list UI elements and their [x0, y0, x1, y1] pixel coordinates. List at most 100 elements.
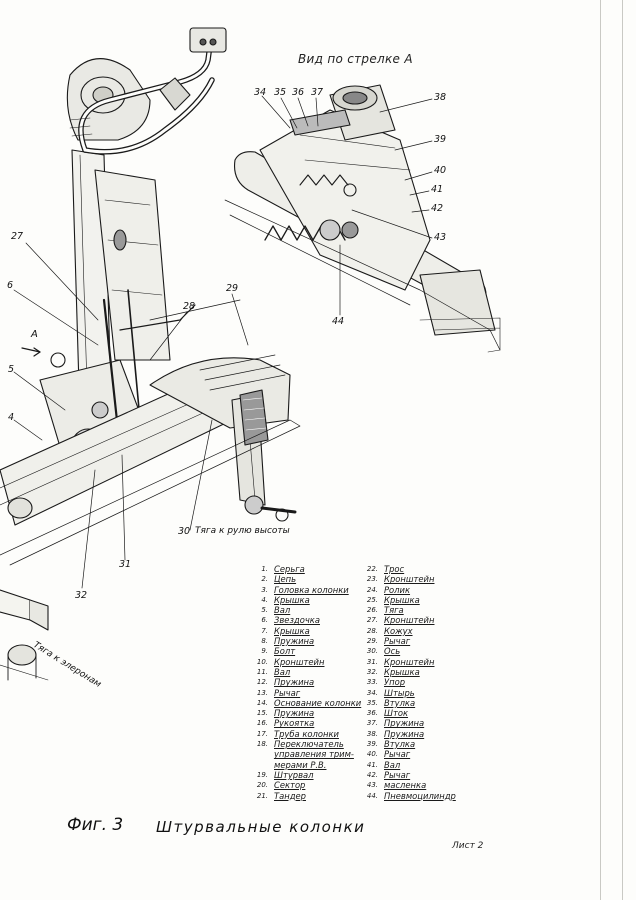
- legend-item-number: 27.: [366, 616, 378, 625]
- legend-item: 25. Крышка: [362, 595, 480, 605]
- callout-4: 4: [8, 412, 15, 423]
- legend-item: 30. Ось: [362, 646, 480, 656]
- legend-item-name: Серьга: [274, 564, 305, 574]
- legend-item-name: Трос: [384, 564, 405, 574]
- legend-item-name: Пружина: [274, 636, 315, 647]
- legend-item-number: 41.: [366, 760, 378, 769]
- legend-item-number: 1.: [261, 565, 268, 573]
- legend-item-name: Тандер: [274, 790, 306, 801]
- callout-41: 41: [431, 184, 444, 195]
- legend-item-name: Крышка: [384, 666, 420, 677]
- callout-31: 31: [119, 559, 132, 570]
- legend-item-name: Втулка: [384, 739, 416, 750]
- legend-item-number: 29.: [366, 637, 378, 646]
- legend-item-name: Ось: [384, 646, 401, 657]
- legend-item: 29. Рычаг: [362, 636, 480, 646]
- legend-item-name: Рычаг: [384, 749, 411, 760]
- callout-36: 36: [292, 87, 305, 98]
- legend-item-number: 32.: [366, 667, 378, 676]
- legend-item-number: 30.: [366, 647, 378, 656]
- legend-item-name: Упор: [384, 677, 406, 688]
- callout-43: 43: [434, 232, 447, 243]
- legend-item-name: Кожух: [384, 625, 413, 636]
- legend-item-name: Крышка: [384, 594, 420, 605]
- legend-item-number: 15.: [256, 709, 268, 718]
- legend-item-name: Пружина: [274, 708, 315, 719]
- legend-item-number: 2.: [261, 575, 268, 584]
- legend-item-number: 6.: [261, 616, 268, 625]
- sheet-number: Лист 2: [452, 841, 484, 851]
- legend-item-name: Рычаг: [274, 687, 301, 698]
- legend-item-number: 38.: [366, 729, 378, 738]
- figure-label: Фиг. 3: [67, 815, 124, 835]
- callout-39: 39: [434, 134, 447, 145]
- legend-item-number: 24.: [366, 585, 378, 594]
- legend-item-name: Головка колонки: [274, 584, 349, 595]
- legend-item: 7.Крышка: [252, 626, 370, 636]
- callout-44: 44: [332, 316, 345, 327]
- legend-item: 42. Рычаг: [362, 770, 480, 780]
- legend-item-name: Пневмоцилиндр: [384, 790, 456, 801]
- legend-item: 21.Тандер: [252, 791, 370, 801]
- aileron-rod: [0, 589, 49, 681]
- legend-item-number: 28.: [366, 626, 378, 635]
- legend-item-number: 5.: [261, 606, 268, 615]
- legend-item-name: Рычаг: [384, 769, 411, 780]
- legend-item-number: 42.: [366, 770, 378, 779]
- legend-item: 44. Пневмоцилиндр: [362, 791, 480, 801]
- legend-item-name: Вал: [384, 759, 401, 770]
- legend-item: 9.Болт: [252, 646, 370, 656]
- callout-29: 29: [226, 283, 239, 294]
- legend-item: 38. Пружина: [362, 729, 480, 739]
- legend-item-name: Основание колонки: [274, 697, 362, 708]
- legend-item: 2. Цепь: [252, 574, 370, 584]
- legend-item-name: Кронштейн: [384, 656, 435, 667]
- legend-item-number: 4.: [261, 595, 268, 604]
- legend-item: 3.Головка колонки: [252, 585, 370, 595]
- legend-item-name: Переключатель управления трим-мерами Р.В…: [274, 739, 354, 770]
- legend-item-number: 14.: [256, 698, 268, 707]
- legend-item: 26.Тяга: [362, 605, 480, 615]
- legend-item-name: масленка: [384, 780, 427, 791]
- legend-item-name: Труба колонки: [274, 728, 339, 739]
- legend-item: 10.Кронштейн: [252, 657, 370, 667]
- figure-title: Штурвальные колонки: [156, 818, 366, 836]
- callout-35: 35: [274, 87, 287, 98]
- legend-item: 4. Крышка: [252, 595, 370, 605]
- leader-lines: [13, 95, 433, 589]
- legend-item-name: Кронштейн: [274, 656, 325, 667]
- legend-item-name: Сектор: [274, 780, 306, 791]
- legend-item-name: Кронштейн: [384, 615, 435, 626]
- legend-item-name: Пружина: [384, 728, 425, 739]
- legend-item-number: 40.: [366, 750, 378, 759]
- legend-item: 28. Кожух: [362, 626, 480, 636]
- callout-32: 32: [75, 590, 88, 601]
- sheet-edge-line: [622, 0, 623, 900]
- legend-item-name: Болт: [274, 646, 296, 657]
- legend-item: 27. Кронштейн: [362, 615, 480, 625]
- sheet-edge-line: [600, 0, 601, 900]
- legend-item-name: Цепь: [274, 574, 297, 585]
- callout-6: 6: [7, 280, 14, 291]
- legend-item-name: Рычаг: [384, 636, 411, 647]
- legend-item-number: 8.: [261, 637, 268, 646]
- legend-item: 1. Серьга: [252, 564, 370, 574]
- callout-42: 42: [431, 203, 444, 214]
- callout-30: 30: [178, 526, 191, 537]
- callout-37: 37: [311, 87, 324, 98]
- legend-item: 12.Пружина: [252, 677, 370, 687]
- legend-item-number: 16.: [256, 719, 268, 728]
- legend-item-name: Штырь: [384, 687, 415, 698]
- legend-item-name: Крышка: [274, 594, 310, 605]
- legend-item-number: 23.: [366, 575, 378, 584]
- legend-item-number: 44.: [366, 791, 378, 800]
- legend-item-name: Тяга: [384, 605, 404, 616]
- view-a-assembly: [224, 84, 501, 353]
- legend-item-number: 34.: [366, 688, 378, 697]
- legend-item: 33.Упор: [362, 677, 480, 687]
- legend-item-number: 25.: [366, 595, 378, 604]
- legend-item-name: Кронштейн: [384, 574, 435, 585]
- legend-item-number: 35.: [366, 698, 378, 707]
